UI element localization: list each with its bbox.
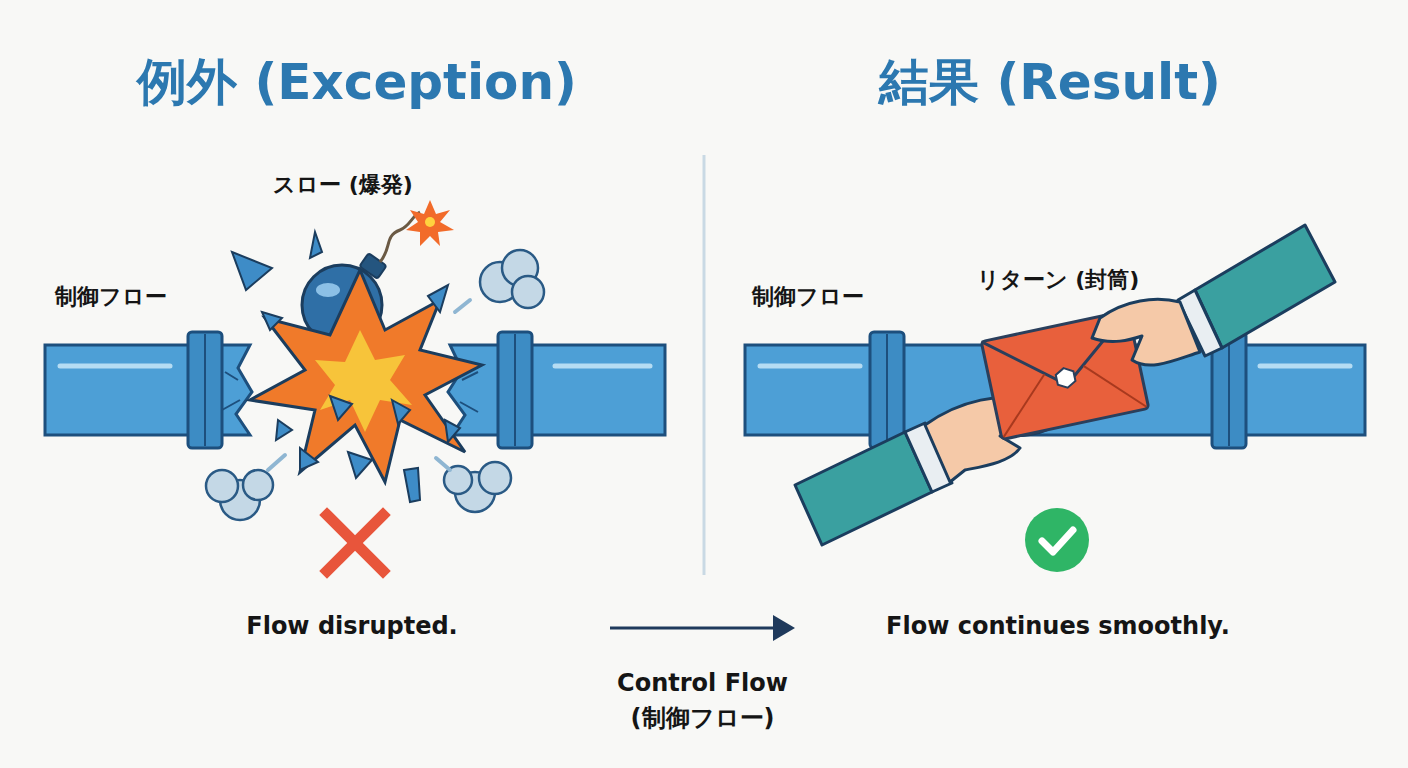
motion-lines-part: [455, 300, 470, 312]
smoke-cloud-part: [243, 470, 273, 500]
broken-pipe-part: [204, 334, 206, 446]
broken-pipe-part: [60, 364, 170, 369]
intact-pipe-part: [760, 364, 860, 369]
explosion-part: [315, 330, 412, 432]
pipe-shards-part: [404, 468, 420, 502]
panel-region: 結果 (Result) Flow continues smoothly.: [795, 40, 1385, 660]
intact-pipe-part: [886, 334, 888, 446]
pipe-shards: [232, 232, 460, 502]
panel-heading: 例外 (Exception): [137, 52, 577, 112]
pipe-label: 制御フロー: [55, 284, 167, 310]
receiving-hand: [1092, 225, 1335, 365]
action-label: リターン (封筒): [977, 267, 1140, 293]
success-check-part: [1025, 508, 1089, 572]
motion-lines-part: [436, 458, 450, 470]
envelope-part: [1055, 366, 1077, 389]
broken-pipe-part: [448, 345, 665, 435]
pipe-shards-part: [276, 420, 292, 440]
smoke-cloud: [206, 250, 544, 520]
panel-caption: Flow disrupted.: [246, 612, 457, 641]
smoke-cloud-part: [206, 470, 238, 502]
pipe-shards-part: [392, 400, 410, 424]
failure-cross-part: [327, 515, 383, 571]
failure-cross-part: [327, 515, 383, 571]
envelope-part: [993, 374, 1056, 437]
arrow-head: [773, 615, 795, 641]
failure-cross: [327, 515, 383, 571]
bomb-part: [316, 283, 340, 297]
receiving-hand-part: [1092, 299, 1200, 365]
broken-pipe-part: [555, 364, 650, 369]
receiving-hand-part: [1195, 225, 1335, 348]
panel-caption: Flow continues smoothly.: [886, 612, 1230, 641]
panel-divider: [703, 155, 706, 575]
broken-pipe-part: [188, 332, 222, 448]
success-check-part: [1042, 530, 1073, 552]
panel-heading: 結果 (Result): [879, 52, 1221, 112]
pipe-shards-part: [445, 420, 460, 442]
arrow-line: [610, 627, 777, 630]
action-label: スロー (爆発): [273, 172, 413, 198]
intact-pipe-part: [1260, 364, 1350, 369]
pipe-shards-part: [330, 396, 352, 420]
smoke-cloud-part: [479, 462, 511, 494]
pipe-shards-part: [300, 448, 318, 470]
envelope-part: [1084, 355, 1147, 418]
broken-pipe-part: [498, 332, 532, 448]
flow-arrow: [610, 615, 795, 641]
pipe-label: 制御フロー: [752, 284, 864, 310]
bomb-part: [406, 200, 454, 246]
smoke-cloud-part: [512, 276, 544, 308]
edge-label: Control Flow (制御フロー): [598, 666, 808, 736]
pipe-shards-part: [428, 285, 448, 312]
explosion-part: [250, 270, 482, 482]
intact-pipe-part: [1228, 334, 1230, 446]
success-check: [1025, 508, 1089, 572]
bomb-part: [380, 212, 420, 262]
explosion: [250, 270, 482, 482]
pipe-shards-part: [232, 252, 272, 290]
broken-pipe-part: [514, 334, 516, 446]
pipe-shards-part: [348, 452, 372, 478]
pipe-shards-part: [262, 312, 282, 330]
intact-pipe-part: [870, 332, 904, 448]
bomb-part: [425, 217, 435, 227]
motion-lines-part: [268, 455, 285, 470]
panel-region: 例外 (Exception) Flow disrupted.: [40, 40, 610, 660]
pipe-shards-part: [310, 232, 322, 258]
